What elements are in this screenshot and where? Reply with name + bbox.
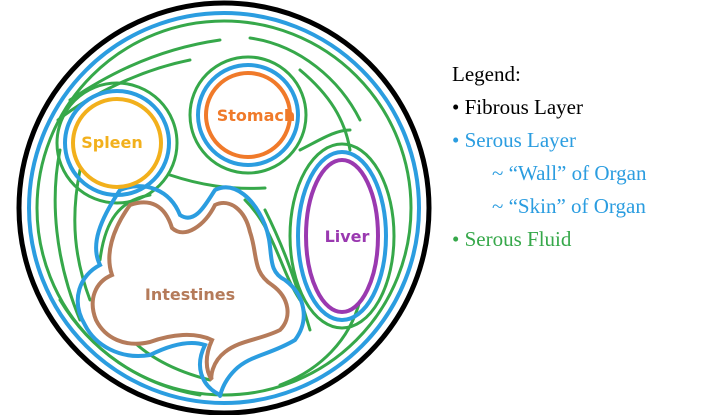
stomach-label: Stomach bbox=[217, 106, 296, 125]
legend-serous-wall: ~ “Wall” of Organ bbox=[452, 157, 701, 190]
intestines-label: Intestines bbox=[145, 285, 235, 304]
legend-serous-skin: ~ “Skin” of Organ bbox=[452, 190, 701, 223]
spleen-label: Spleen bbox=[81, 133, 143, 152]
legend-fibrous-layer: • Fibrous Layer bbox=[452, 91, 701, 124]
legend: Legend: • Fibrous Layer • Serous Layer ~… bbox=[452, 58, 701, 256]
legend-title: Legend: bbox=[452, 58, 701, 91]
legend-serous-fluid: • Serous Fluid bbox=[452, 223, 701, 256]
legend-serous-layer: • Serous Layer bbox=[452, 124, 701, 157]
liver-label: Liver bbox=[325, 227, 370, 246]
